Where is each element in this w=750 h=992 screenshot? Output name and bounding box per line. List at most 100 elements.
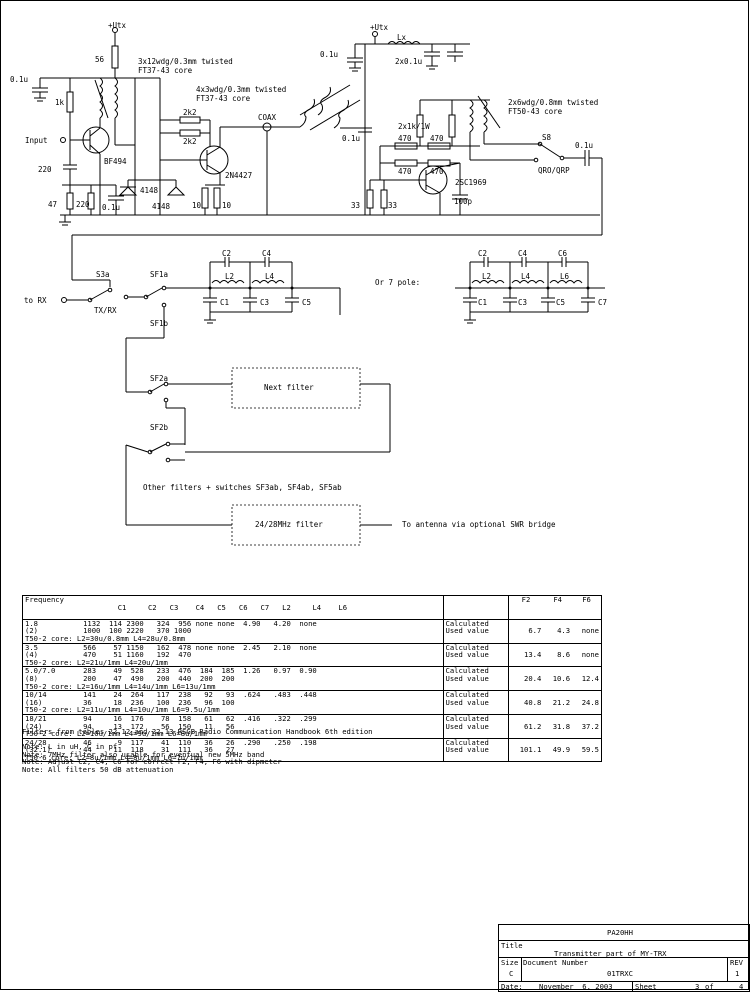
kind-calculated: Calculated xyxy=(442,690,509,699)
label-other-filters: Other filters + switches SF3ab, SF4ab, S… xyxy=(143,483,342,492)
label-c100p: 100p xyxy=(454,197,473,206)
label-s8: S8 xyxy=(542,133,552,142)
header-l4: L4 xyxy=(312,602,322,612)
f2-cell: 13.4 xyxy=(507,642,544,667)
kind-used: Used value xyxy=(442,746,509,754)
title-block-rev-label: REV xyxy=(730,958,743,967)
title-block-company: PA20HH xyxy=(607,928,633,937)
resistor-56 xyxy=(111,45,119,69)
header-f2: F2 xyxy=(507,595,544,620)
header-c1: C1 xyxy=(117,602,127,612)
kind-calculated: Calculated xyxy=(442,713,509,723)
kind-empty xyxy=(442,682,509,691)
freq-cell: 3.5 xyxy=(22,642,82,652)
values-used: 470 51 1160 192 470 xyxy=(83,650,192,660)
label-antenna: To antenna via optional SWR bridge xyxy=(402,520,556,529)
freq-cell: 24/28 xyxy=(22,737,82,747)
label-gc1: C1 xyxy=(478,298,487,307)
header-f6: F6 xyxy=(572,595,602,620)
table-row: T50-2 core: L2=21u/1mm L4=20u/1mm xyxy=(23,657,602,667)
label-2428-filter: 24/28MHz filter xyxy=(255,520,323,529)
header-c3: C3 xyxy=(169,602,179,612)
freq-cell: 18/21 xyxy=(22,713,82,723)
kind-used: Used value xyxy=(442,699,509,707)
header-c4: C4 xyxy=(195,602,205,612)
values-used: 1000 100 2220 370 1000 xyxy=(83,626,192,636)
label-sf2a: SF2a xyxy=(150,374,168,383)
label-c01u-e: 0.1u xyxy=(575,141,593,150)
values-calculated: 1132 114 2300 324 956 none none 4.90 4.2… xyxy=(81,618,444,628)
f6-cell: none xyxy=(572,642,602,667)
f2-cell: 40.8 xyxy=(507,690,544,715)
label-c01u-c: 0.1u xyxy=(320,50,338,59)
label-fc2: C2 xyxy=(222,249,231,258)
label-t1: 3x12wdg/0.3mm twisted xyxy=(138,57,233,66)
table-row: T50-6 core: L2=8u/1mm L4=8u/1mm L6=7u/1m… xyxy=(23,754,602,762)
note-3: Note: Adjust C2, C4, C6 for correct F2, … xyxy=(22,757,282,767)
next-filter-box xyxy=(231,367,361,409)
f6-cell: 24.8 xyxy=(572,690,602,715)
filter-table-header: Frequency C1 C2 C3 C4 C5 C6 C7 L2 L4 L6 … xyxy=(22,595,602,620)
values-calculated: 283 49 528 233 476 184 185 1.26 0.97 0.9… xyxy=(81,666,444,675)
f4-cell: 4.3 xyxy=(543,618,573,644)
kind-empty xyxy=(442,658,509,667)
label-gl6: L6 xyxy=(560,272,570,281)
freq-sub-cell: (8) xyxy=(25,673,38,683)
freq-sub-cell: (2) xyxy=(25,626,38,636)
label-gl2: L2 xyxy=(482,272,491,281)
core-note: T50-2 core: L2=21u/1mm L4=20u/1mm xyxy=(25,657,168,667)
header-l6: L6 xyxy=(338,602,348,612)
label-r33-b: 33 xyxy=(388,201,397,210)
table-row: T50-2 core: L2=11u/1mm L4=10u/1mm L6=9.5… xyxy=(23,705,602,715)
title-block-of-label: of xyxy=(705,982,714,991)
label-gc6: C6 xyxy=(558,249,568,258)
label-utx-1: +Utx xyxy=(108,21,127,30)
core-note: T50-2 core: L2=10u/1mm L4=9u/1mm L6=8u/1… xyxy=(25,729,207,739)
label-t3-core: FT50-43 core xyxy=(508,107,563,116)
f6-cell: none xyxy=(572,618,602,644)
f4-cell: 8.6 xyxy=(543,642,573,667)
kind-used: Used value xyxy=(442,675,509,683)
f6-cell: 37.2 xyxy=(572,713,602,739)
note-2: Note: 7MHz filter also usable for eventu… xyxy=(22,749,265,759)
label-utx-2: +Utx xyxy=(370,23,389,32)
kind-used: Used value xyxy=(442,627,509,635)
values-used: 36 18 236 100 236 96 100 xyxy=(83,697,235,707)
label-gl4: L4 xyxy=(521,272,531,281)
label-c220: 220 xyxy=(38,165,52,174)
filter-table: Frequency C1 C2 C3 C4 C5 C6 C7 L2 L4 L6 … xyxy=(22,595,602,763)
label-next-filter: Next filter xyxy=(264,383,314,392)
f4-cell: 10.6 xyxy=(543,666,573,691)
core-note: T50-2 core: L2=11u/1mm L4=10u/1mm L6=9.5… xyxy=(25,705,220,715)
f4-cell: 49.9 xyxy=(543,737,573,762)
label-2k2-b: 2k2 xyxy=(183,137,197,146)
f2-cell: 61.2 xyxy=(507,713,544,739)
freq-sub-cell: (16) xyxy=(25,697,43,707)
label-r47: 47 xyxy=(48,200,57,209)
freq-cell: 1.8 xyxy=(22,618,82,628)
f6-cell: 59.5 xyxy=(572,737,602,762)
title-block-size-label: Size xyxy=(501,958,519,967)
kind-calculated: Calculated xyxy=(442,737,509,747)
title-block-title-label: Title xyxy=(501,941,523,950)
values-calculated: 46 9 117 41 110 36 26 .290 .250 .198 xyxy=(81,737,444,747)
label-gc4: C4 xyxy=(518,249,528,258)
label-d4148-a: 4148 xyxy=(140,186,159,195)
label-c01u-a: 0.1u xyxy=(10,75,28,84)
label-q2: 2N4427 xyxy=(225,171,252,180)
note-1: Note: L in uH, C in pf xyxy=(22,741,118,751)
label-t2: 4x3wdg/0.3mm twisted xyxy=(196,85,286,94)
freq-sub-cell: (32.1) xyxy=(25,745,51,755)
table-row: T50-2 core: L2=10u/1mm L4=9u/1mm L6=8u/1… xyxy=(23,729,602,739)
label-c01u-d: 0.1u xyxy=(342,134,360,143)
title-block-docnum: 01TRXC xyxy=(607,969,633,978)
title-block-docnum-label: Document Number xyxy=(523,958,588,967)
label-sf1a: SF1a xyxy=(150,270,168,279)
